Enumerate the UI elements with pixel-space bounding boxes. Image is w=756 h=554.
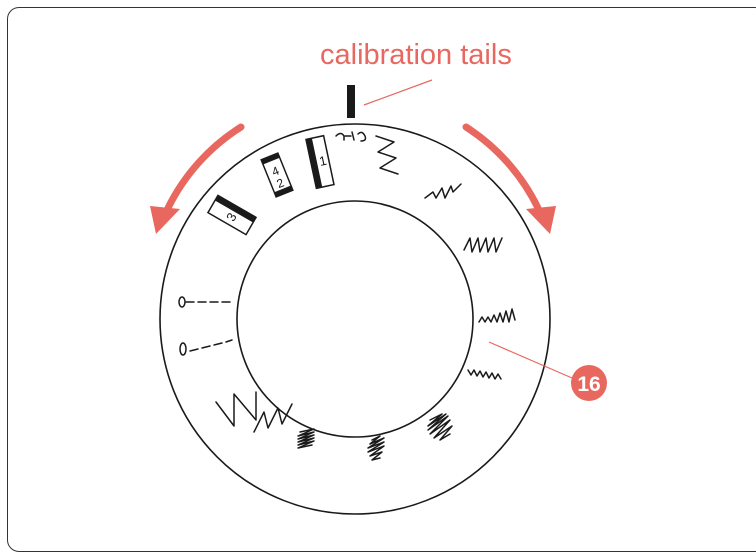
dial-inner-ring (236, 200, 474, 438)
buttonhole-step-4-2-icon: 4 2 (260, 152, 294, 198)
calibration-leader-line (363, 79, 433, 106)
zigzag-triple-stitch-icon (463, 237, 503, 253)
straight-stitch-left-icon (189, 339, 233, 352)
zigzag-wide-stitch-icon (215, 391, 257, 427)
buttonhole-step-1-icon: 1 (305, 134, 335, 190)
calibration-mark (347, 85, 355, 118)
svg-text:2: 2 (275, 175, 287, 191)
callout-number: 16 (577, 373, 600, 396)
needle-left-icon (179, 342, 187, 356)
callout-badge (571, 365, 607, 401)
satin-wave-stitch-icon (367, 435, 385, 461)
stretch-stitch-icon (375, 135, 399, 175)
satin-oval-stitch-icon (427, 413, 453, 441)
rotate-left-arrow-icon (150, 123, 245, 234)
needle-center-icon (178, 296, 186, 308)
svg-text:1: 1 (318, 153, 328, 169)
figure-frame (7, 7, 756, 552)
svg-text:4: 4 (270, 163, 282, 179)
reverse-stitch-icon (335, 131, 367, 142)
serpentine-stitch-icon (467, 369, 502, 380)
callout-leader-line (488, 341, 573, 379)
zigzag-medium-stitch-icon (253, 403, 293, 433)
calibration-label: calibration tails (320, 39, 512, 71)
satin-dense-stitch-icon (297, 428, 315, 449)
rotate-right-arrow-icon (462, 123, 556, 234)
rickrack-stitch-icon (424, 183, 462, 199)
overlock-stitch-icon (478, 308, 516, 323)
